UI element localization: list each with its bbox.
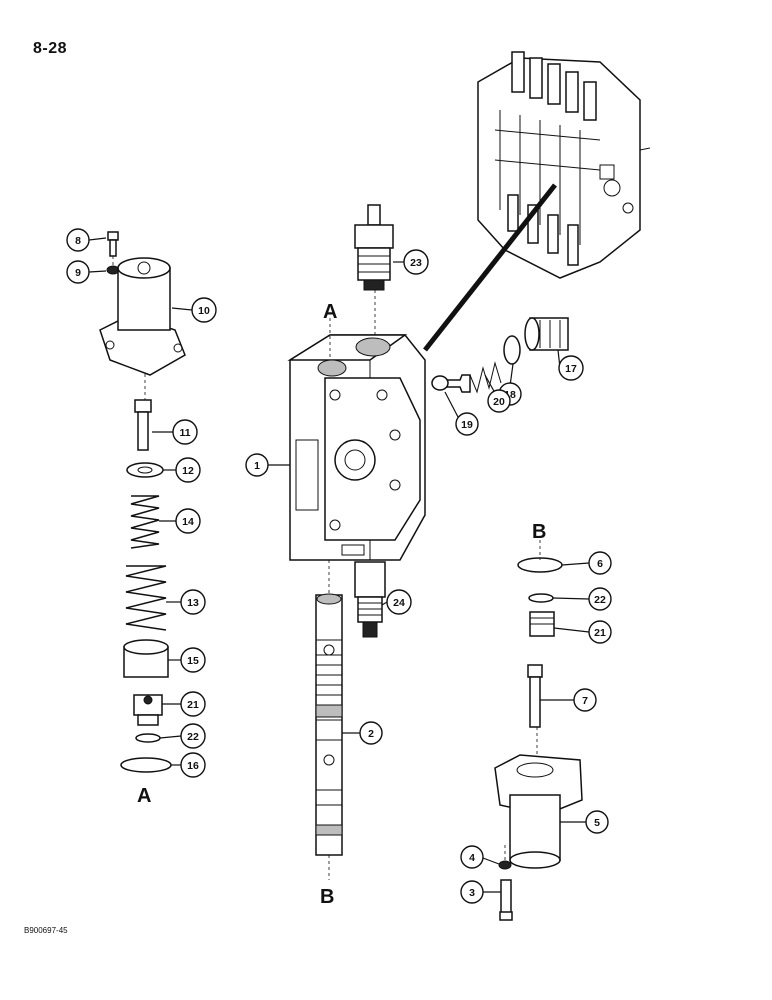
callout-12: 12 xyxy=(175,457,201,483)
callout-14-label: 14 xyxy=(182,516,194,528)
callout-24-label: 24 xyxy=(393,597,405,609)
callout-23: 23 xyxy=(403,249,429,275)
callout-2: 2 xyxy=(359,721,383,745)
callout-19-label: 19 xyxy=(461,419,473,431)
callout-21-left-label: 21 xyxy=(187,699,199,711)
callout-4: 4 xyxy=(460,845,484,869)
callout-12-label: 12 xyxy=(182,465,194,477)
callout-22-left-label: 22 xyxy=(187,731,199,743)
figure-id: B900697-45 xyxy=(24,926,68,935)
callout-3-label: 3 xyxy=(469,887,475,899)
callout-11-label: 11 xyxy=(179,427,190,439)
callout-15: 15 xyxy=(180,647,206,673)
page-number: 8-28 xyxy=(33,40,68,57)
callout-2-label: 2 xyxy=(368,728,374,740)
callout-15-label: 15 xyxy=(187,655,199,667)
callout-23-label: 23 xyxy=(410,257,422,269)
callout-10: 10 xyxy=(191,297,217,323)
callout-6-label: 6 xyxy=(597,558,603,570)
callout-1-label: 1 xyxy=(254,460,260,472)
relief-valve-23-illustration xyxy=(354,204,394,291)
callout-16-label: 16 xyxy=(187,760,199,772)
check-valve-24-illustration xyxy=(354,561,386,638)
callout-13: 13 xyxy=(180,589,206,615)
callout-22-left: 22 xyxy=(180,723,206,749)
callout-22-right: 22 xyxy=(588,587,612,611)
callout-leader-lines xyxy=(88,237,590,893)
callout-6: 6 xyxy=(588,551,612,575)
right-column-parts-illustration xyxy=(494,557,583,921)
callout-10-label: 10 xyxy=(198,305,210,317)
callout-11: 11 xyxy=(172,419,198,445)
callout-4-label: 4 xyxy=(469,852,475,864)
callout-21-left: 21 xyxy=(180,691,206,717)
left-column-parts-illustration xyxy=(99,231,186,773)
callout-8: 8 xyxy=(66,228,90,252)
callout-9: 9 xyxy=(66,260,90,284)
callout-17-label: 17 xyxy=(565,363,577,375)
callout-20-label: 20 xyxy=(493,396,505,408)
callout-5-label: 5 xyxy=(594,817,600,829)
callout-20: 20 xyxy=(487,389,511,413)
callout-21-right: 21 xyxy=(588,620,612,644)
alignment-center-lines xyxy=(112,256,541,880)
control-valve-assembly-illustration xyxy=(477,51,651,279)
callout-21-right-label: 21 xyxy=(594,627,606,639)
callout-18-label: 18 xyxy=(504,389,516,401)
callout-1: 1 xyxy=(245,453,269,477)
callout-8-label: 8 xyxy=(75,235,81,247)
section-marker-a-bottom: A xyxy=(137,785,151,807)
section-marker-b-bottom: B xyxy=(320,886,334,908)
callout-7-label: 7 xyxy=(582,695,588,707)
callout-19: 19 xyxy=(455,412,479,436)
callout-17: 17 xyxy=(558,355,584,381)
callout-16: 16 xyxy=(180,752,206,778)
callout-5: 5 xyxy=(585,810,609,834)
valve-section-body-1-illustration xyxy=(287,334,426,561)
callout-7: 7 xyxy=(573,688,597,712)
section-marker-a-top: A xyxy=(323,301,337,323)
callout-9-label: 9 xyxy=(75,267,81,279)
callout-22-right-label: 22 xyxy=(594,594,606,606)
spool-2-illustration xyxy=(315,593,343,856)
assembly-connector-line xyxy=(423,183,557,352)
callout-13-label: 13 xyxy=(187,597,199,609)
callout-24: 24 xyxy=(386,589,412,615)
section-marker-b-right: B xyxy=(532,521,546,543)
load-check-parts-illustration xyxy=(431,317,569,394)
callout-3: 3 xyxy=(460,880,484,904)
callout-14: 14 xyxy=(175,508,201,534)
